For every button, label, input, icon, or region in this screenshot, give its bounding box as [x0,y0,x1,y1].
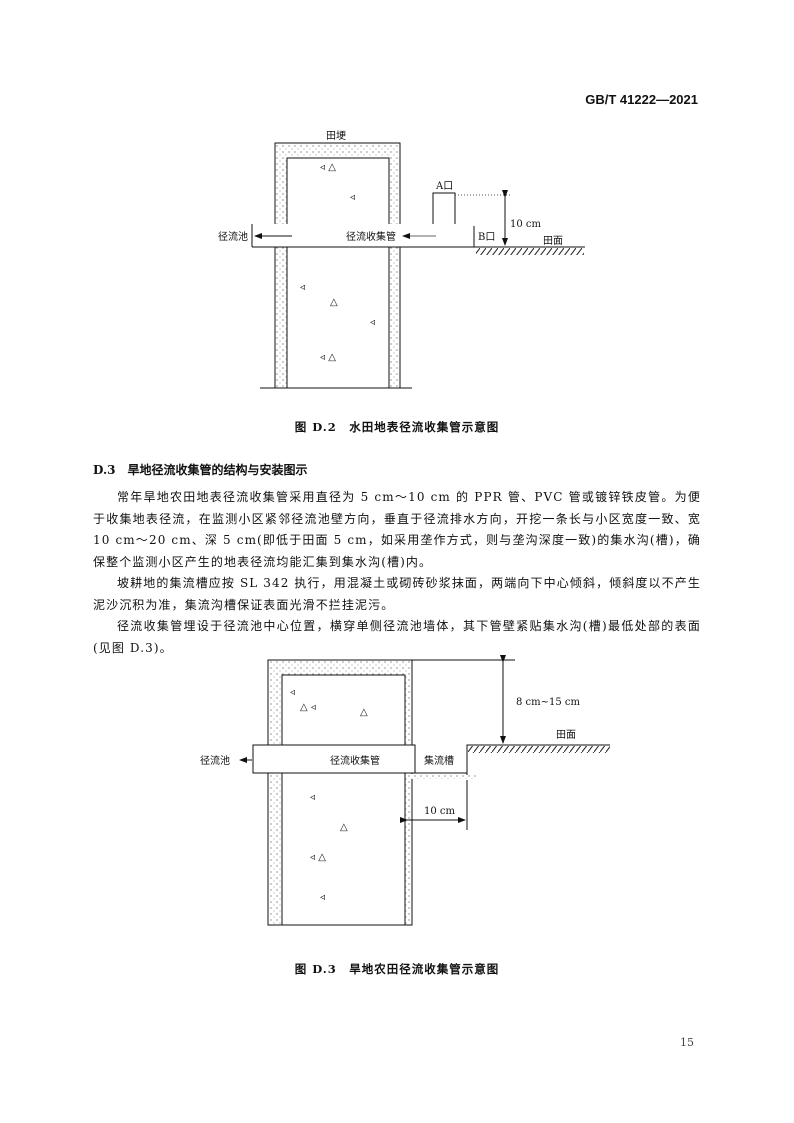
standard-number: GB/T 41222—2021 [585,92,698,107]
svg-text:◃ △: ◃ △ [320,352,336,363]
section-number: D.3 [93,463,116,477]
svg-text:△: △ [340,822,348,833]
paragraph: 坡耕地的集流槽应按 SL 342 执行，用混凝土或砌砖砂浆抹面，两端向下中心倾斜… [93,576,701,612]
label-port-a: A口 [435,181,453,192]
svg-text:◃ △: ◃ △ [310,852,326,863]
page-number: 15 [680,1036,694,1049]
svg-text:◃: ◃ [300,282,305,293]
section-title: 旱地径流收集管的结构与安装图示 [127,463,308,477]
label-pipe: 径流收集管 [346,230,396,243]
label-ridge: 田埂 [326,130,346,142]
pool-wall-inner [281,674,406,926]
svg-text:◃: ◃ [290,687,295,698]
collection-pipe-d3 [252,744,416,774]
svg-text:◃: ◃ [370,317,375,328]
label-field-d3: 田面 [556,730,576,741]
label-pool: 径流池 [218,230,248,243]
section-heading: D.3 旱地径流收集管的结构与安装图示 [93,461,308,478]
field-surface [466,744,610,775]
paragraph: 常年旱地农田地表径流收集管采用直径为 5 cm～10 cm 的 PPR 管、PV… [93,490,701,569]
collection-pipe [252,224,474,247]
svg-text:◃: ◃ [310,792,315,803]
svg-text:◃: ◃ [350,192,355,203]
label-height-d3: 8 cm~15 cm [516,697,581,708]
label-height: 10 cm [510,219,542,230]
svg-text:△ ◃: △ ◃ [300,702,316,713]
label-port-b: B口 [478,232,495,243]
label-pool-d3: 径流池 [200,754,230,767]
label-pipe-d3: 径流收集管 [330,754,380,767]
svg-text:◃ △: ◃ △ [320,162,336,173]
svg-text:◃: ◃ [320,892,325,903]
figure-d3-caption: 图 D.3 旱地农田径流收集管示意图 [294,962,500,976]
svg-text:△: △ [360,707,368,718]
figure-d2-caption: 图 D.2 水田地表径流收集管示意图 [294,420,500,434]
svg-text:△: △ [330,297,338,308]
label-width: 10 cm [424,806,456,817]
port-a [432,192,456,224]
label-trough: 集流槽 [424,754,454,767]
ridge-wall-inner [286,157,390,389]
paragraph: 径流收集管埋设于径流池中心位置，横穿单侧径流池墙体，其下管壁紧贴集水沟(槽)最低… [93,619,701,655]
label-field: 田面 [543,236,563,247]
